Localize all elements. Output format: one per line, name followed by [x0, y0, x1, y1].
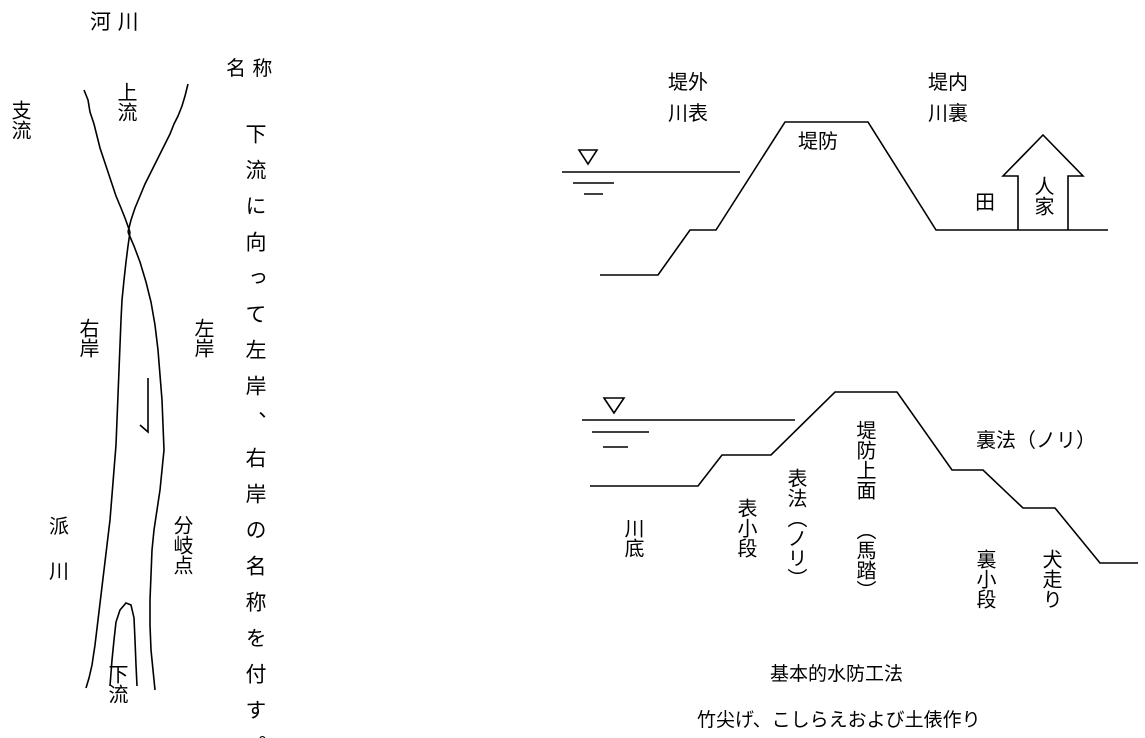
distributary-label-2: 川 [49, 559, 69, 583]
crown-alias-label: （馬踏） [853, 520, 877, 600]
left-bank-label: 左岸 [191, 318, 215, 358]
bank-naming-note: 下流に向って左岸、右岸の名称を付す。 [243, 123, 267, 738]
front-berm-label: 表小段 [734, 498, 758, 558]
downstream-label: 下流 [105, 664, 129, 704]
flow-arrow-icon [139, 378, 149, 434]
back-slope-label: 裏法（ノリ） [976, 428, 1096, 452]
levee-profile-top [600, 121, 1108, 276]
levee-section-top [562, 121, 1108, 276]
levee-label: 堤防 [798, 129, 838, 153]
name-label: 名 称 [226, 56, 273, 80]
river-face-label: 川表 [668, 101, 708, 125]
river-right-bank [127, 231, 165, 691]
house-label: 人家 [1031, 176, 1055, 216]
inside-levee-label: 堤内 [928, 70, 968, 94]
back-berm-label: 裏小段 [973, 549, 997, 609]
crown-label: 堤防上面 [853, 420, 877, 500]
water-level-triangle-icon [577, 149, 599, 166]
river-left-bank-upper [83, 89, 131, 233]
dog-run-label: 犬走り [1039, 549, 1063, 609]
river-title: 河 川 [90, 10, 139, 34]
water-level-triangle-icon [602, 397, 626, 415]
caption-line-2: 竹尖げ、こしらえおよび土俵作り [697, 709, 981, 731]
front-slope-label: 表法（ノリ） [784, 468, 808, 588]
river-right-bank-upper [127, 83, 189, 233]
river-branch-loop [109, 602, 138, 687]
riverbed-label: 川底 [621, 518, 645, 558]
land-side-label: 川裏 [928, 101, 968, 125]
river-plan [83, 83, 189, 691]
right-bank-label: 右岸 [76, 318, 100, 358]
river-left-bank [85, 231, 131, 689]
distributary-label-1: 派 [49, 514, 69, 538]
upstream-label: 上流 [114, 82, 138, 122]
outside-levee-label: 堤外 [668, 70, 708, 94]
branch-point-label: 分岐点 [170, 515, 194, 575]
caption-line-1: 基本的水防工法 [770, 663, 904, 685]
tributary-label: 支流 [8, 100, 32, 140]
levee-section-bottom [582, 391, 1138, 564]
levee-profile-bottom [590, 391, 1138, 564]
house-icon [1001, 133, 1085, 230]
paddy-label: 田 [975, 190, 995, 214]
